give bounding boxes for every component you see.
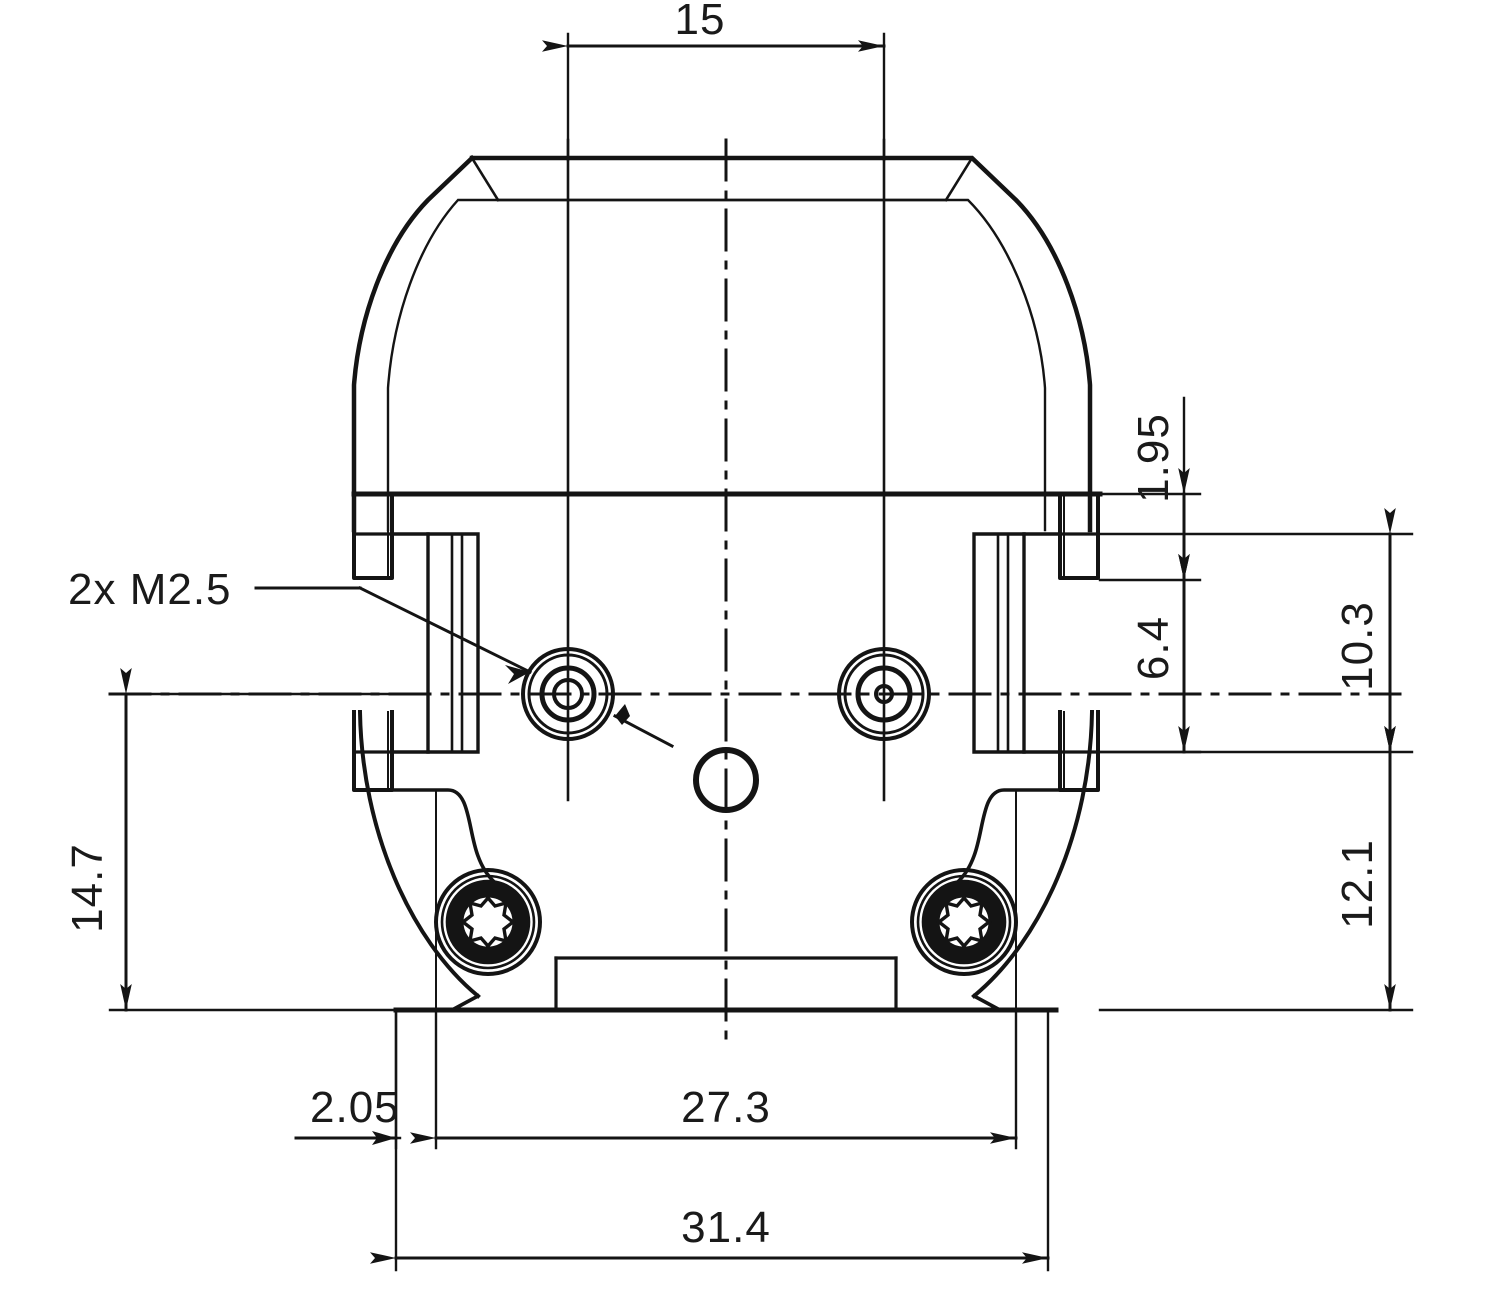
dim-right-upper-label: 10.3 — [1333, 601, 1382, 691]
right-side-tab — [1058, 492, 1100, 792]
part-top-dome — [351, 154, 1103, 533]
right-torx-screw — [910, 868, 1018, 976]
dim-bottom-inner-width-label: 27.3 — [681, 1083, 771, 1132]
dim-bottom-offset-label: 2.05 — [310, 1083, 400, 1132]
thread-note-leader — [254, 585, 675, 749]
dim-right-step-mid-label: 6.4 — [1129, 616, 1178, 680]
dim-top-width-label: 15 — [675, 0, 726, 44]
mid-body-slots — [390, 532, 1062, 754]
extension-lines — [108, 32, 1414, 1272]
left-side-tab — [352, 492, 394, 792]
centerlines — [108, 138, 1402, 1042]
thread-note-label: 2x M2.5 — [68, 565, 232, 614]
dim-2-05-arrow — [372, 1131, 396, 1145]
dimension-lines — [120, 40, 1396, 1264]
dim-left-height-label: 14.7 — [63, 843, 112, 933]
dim-right-step-small-label: 1.95 — [1129, 413, 1178, 503]
dim-right-lower-label: 12.1 — [1333, 839, 1382, 929]
dim-bottom-overall-width-label: 31.4 — [681, 1203, 771, 1252]
thread-note-arrowheads — [505, 665, 630, 725]
hole-axis-lines — [566, 138, 886, 802]
left-torx-screw — [434, 868, 542, 976]
